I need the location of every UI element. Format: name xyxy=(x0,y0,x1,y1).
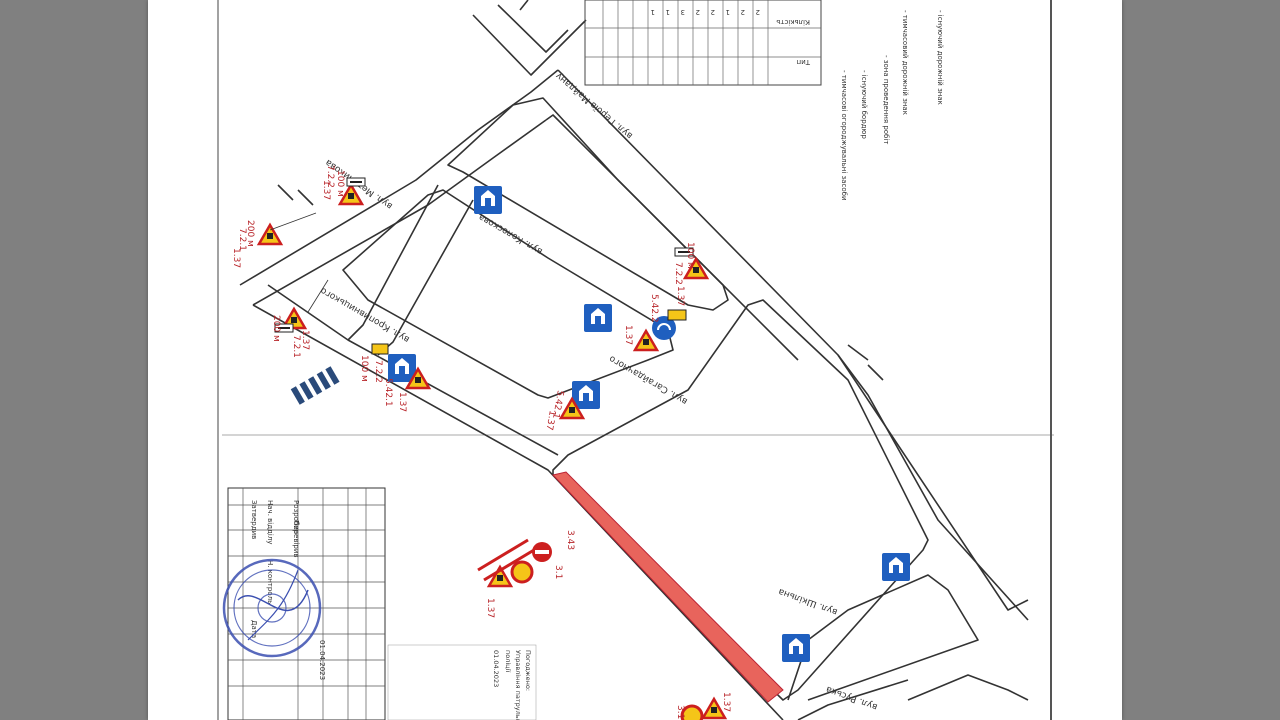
approval-line: поліції xyxy=(504,650,512,672)
legend-table-header: Кількість xyxy=(776,18,810,26)
sign-label: 3.43 xyxy=(565,530,575,550)
sign-group-f: 200 м 1.37 7.2.1 xyxy=(271,279,329,358)
sign-label: 1.37 xyxy=(544,409,557,430)
road-s1-edge-a xyxy=(239,69,559,286)
sign-label: 1.37 xyxy=(321,180,331,200)
sign-label: 7.2.2 xyxy=(673,262,683,285)
sign-label: 7.2.2 xyxy=(325,165,335,188)
sign-label: 100 м xyxy=(335,170,345,197)
sign-label: 1.37 xyxy=(231,248,241,268)
sign-label: 7.2.2 xyxy=(373,360,383,383)
sign-label: 5.42.1 xyxy=(550,389,565,419)
title-block-row: Розробив xyxy=(292,500,300,534)
sign-label: 7.2.1 xyxy=(237,228,247,251)
street-label-s6: вул. Шкільна xyxy=(777,586,839,617)
legend-item: - існуючий дорожній знак xyxy=(936,10,944,105)
street-label-s3: вул. Колоскова xyxy=(477,211,544,256)
sign-label: 3.1 xyxy=(553,565,563,579)
legend-cell: 2 xyxy=(741,8,745,16)
sign-label: 100 м xyxy=(359,355,369,382)
traffic-scheme-map: вул. Метеликова вул. Кропивницького вул.… xyxy=(217,0,1054,720)
sign-label: 7.2.1 xyxy=(291,335,301,358)
closed-road-section xyxy=(552,471,784,703)
sign-group-d: 200 м 7.2.1 1.37 xyxy=(231,212,317,268)
sign-group-i: 1.37 5.42.2 7.2.2 100 м 1.37 xyxy=(623,242,709,352)
no-entry-sign-icon xyxy=(532,542,552,562)
sign-label: 5.42.2 xyxy=(649,294,659,323)
barrier-sign xyxy=(288,363,344,407)
title-block-row: Нач. відділу xyxy=(266,500,274,544)
road-s1-edge-b xyxy=(252,119,547,306)
legend-cell: 1 xyxy=(651,8,655,16)
distance-plate-icon xyxy=(346,177,366,187)
sign-label: 5.42.1 xyxy=(383,378,393,407)
approval-note: Погоджено: Управління патрульної поліції… xyxy=(387,644,537,720)
sign-label: 1.37 xyxy=(300,330,310,350)
sign-label: 1.37 xyxy=(721,692,731,712)
legend-items: - існуючий дорожній знак - тимчасовий до… xyxy=(840,10,944,201)
sign-label: 1.37 xyxy=(397,392,407,412)
sign-group-e: 100 м 7.2.2 1.37 xyxy=(321,165,366,206)
legend-table: Кількість Тип 2 2 1 2 2 3 1 1 xyxy=(584,0,822,86)
street-label-s7: вул. Руська xyxy=(825,684,879,712)
legend-cell: 3 xyxy=(681,8,685,16)
title-block: Розробив Перевірив Нач. відділу Н. контр… xyxy=(222,487,386,720)
legend-table-header: Тип xyxy=(797,58,811,66)
title-block-row: Дата xyxy=(250,620,258,638)
title-block-row: Затвердив xyxy=(250,500,258,539)
sign-group-j: 3.43 3.1 1.37 xyxy=(477,530,575,618)
title-block-row: Перевірив xyxy=(292,520,300,558)
approval-line: Погоджено: xyxy=(524,650,532,691)
sign-label: 100 м xyxy=(685,242,695,269)
legend-cell: 1 xyxy=(666,8,670,16)
existing-direction-sign-icon xyxy=(782,634,810,662)
existing-direction-sign-icon xyxy=(882,553,910,581)
sign-group-h: 1.37 5.42.1 xyxy=(544,381,600,431)
title-block-row: Н. контроль xyxy=(266,560,274,604)
sign-label: 3.1 xyxy=(675,705,685,719)
sign-group-k: 1.37 3.1 xyxy=(675,692,731,720)
sign-group-g: 1.37 5.42.1 7.2.2 100 м xyxy=(359,343,431,412)
sign-label: 1.37 xyxy=(485,598,495,618)
sign-label: 1.37 xyxy=(623,325,633,345)
street-label-s2: вул. Кропивницького xyxy=(319,285,412,344)
existing-direction-sign-icon xyxy=(584,304,612,332)
street-label-s5: вул. Сагайдачного xyxy=(607,353,689,406)
legend-cell: 2 xyxy=(756,8,760,16)
legend-item: - тимчасові огороджувальні засоби xyxy=(840,70,848,201)
sign-label: 200 м xyxy=(245,220,255,247)
official-stamp xyxy=(222,558,322,658)
title-block-date: 01.04.2023 xyxy=(318,640,326,680)
legend-cell: 2 xyxy=(696,8,700,16)
document-page[interactable]: вул. Метеликова вул. Кропивницького вул.… xyxy=(148,0,1122,720)
sign-label: 1.37 xyxy=(675,286,685,306)
legend-item: - тимчасовий дорожній знак xyxy=(901,10,909,115)
legend-cell: 2 xyxy=(711,8,715,16)
street-label-s4: вул. Героїв Майдану xyxy=(554,70,635,141)
sign-label: 200 м xyxy=(271,315,281,342)
road-network xyxy=(239,0,1029,720)
legend-cell: 1 xyxy=(726,8,730,16)
approval-line: Управління патрульної xyxy=(514,650,522,720)
legend-item: - існуючий бордюр xyxy=(860,70,868,139)
round-blue-sign-icon xyxy=(652,316,676,340)
priority-sign-icon xyxy=(510,560,534,584)
warning-sign-icon xyxy=(257,223,283,246)
existing-direction-sign-icon xyxy=(474,186,502,214)
road-closed-street xyxy=(252,304,784,720)
legend-item: - зона проведення робіт xyxy=(882,55,890,144)
approval-line: 01.04.2023 xyxy=(492,650,500,687)
